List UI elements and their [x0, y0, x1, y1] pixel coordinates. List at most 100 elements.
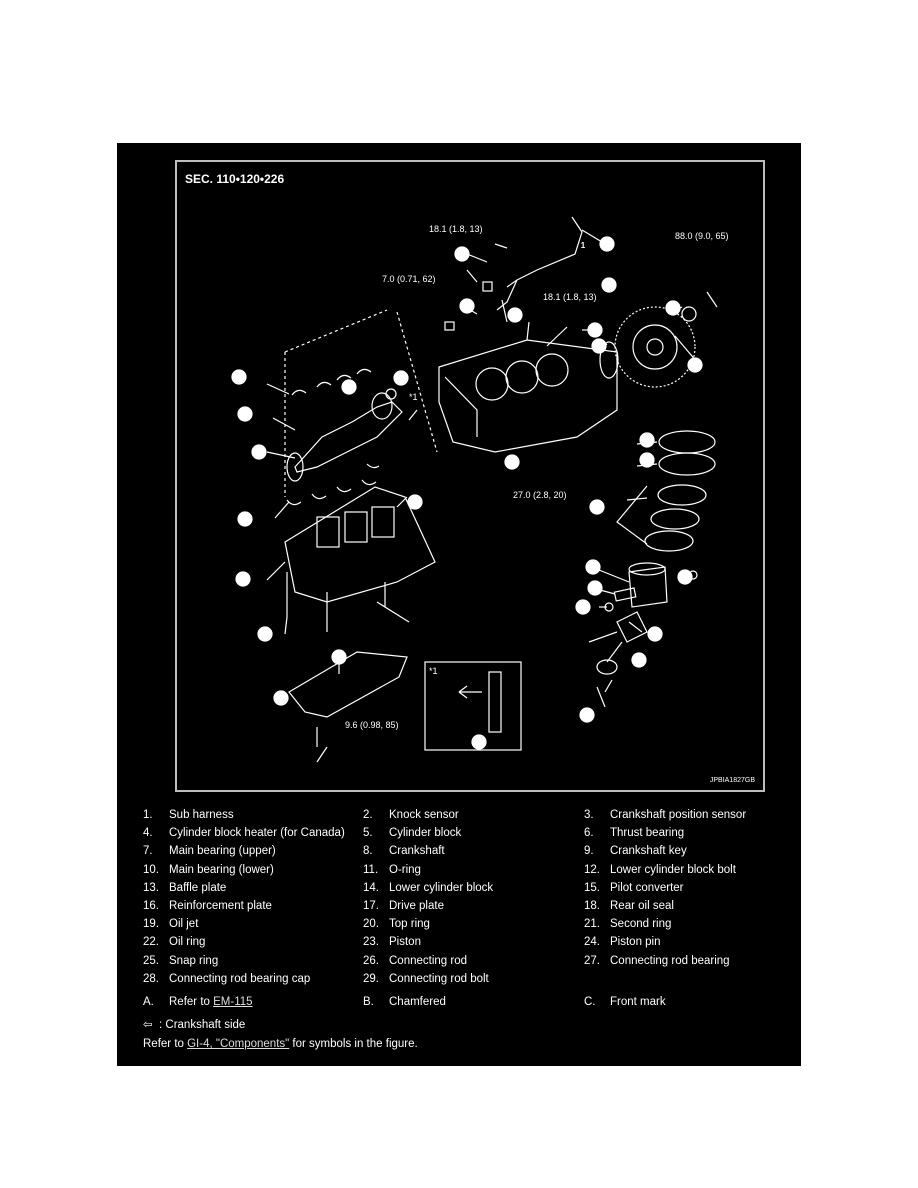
legend-description: Main bearing (lower) [169, 863, 274, 876]
cylinder-block-shape [438, 339, 618, 453]
legend-description: Thrust bearing [610, 827, 685, 840]
legend-description: Connecting rod bearing cap [169, 972, 311, 985]
svg-text:11: 11 [237, 576, 246, 585]
legend-number: 25. [143, 954, 159, 967]
svg-text:21: 21 [641, 457, 650, 466]
legend-description: Baffle plate [169, 881, 227, 894]
figure-code: JPBIA1827GB [709, 777, 755, 784]
svg-text:25: 25 [577, 604, 586, 613]
svg-text:12: 12 [259, 631, 268, 640]
legend-number: 9. [584, 845, 594, 858]
legend-number: 13. [143, 881, 159, 894]
ref-c-letter: C. [584, 996, 596, 1008]
legend-number: 12. [584, 863, 600, 876]
legend-description: Rear oil seal [610, 900, 674, 912]
svg-text:8: 8 [242, 411, 247, 420]
legend-number: 14. [363, 881, 379, 894]
svg-text:19: 19 [506, 459, 515, 468]
inset-mark: *1 [429, 666, 438, 676]
legend-description: Top ring [389, 918, 430, 931]
svg-text:28: 28 [633, 657, 642, 666]
legend-number: 18. [584, 900, 600, 912]
legend-number: 21. [584, 918, 600, 931]
legend-number: 24. [584, 936, 600, 949]
legend-description: Cylinder block [389, 827, 462, 840]
legend-description: Lower cylinder block bolt [610, 863, 736, 876]
legend-description: Crankshaft key [610, 845, 687, 858]
legend-description: Crankshaft position sensor [610, 809, 747, 821]
document-panel: SEC. 110•120•226 [117, 143, 801, 1066]
legend-number: 22. [143, 936, 159, 949]
legend-description: Oil jet [169, 918, 199, 931]
torque-label-5: 27.0 (2.8, 20) [513, 490, 567, 500]
ref-a-letter: A. [143, 996, 154, 1008]
svg-text:2: 2 [459, 251, 464, 260]
connecting-rod-shape [616, 611, 648, 643]
legend-number: 29. [363, 972, 379, 985]
baffle-plate-shape [288, 651, 408, 718]
legend-description: Main bearing (upper) [169, 845, 276, 858]
legend-number: 7. [143, 845, 153, 858]
sub-harness-shape [506, 216, 583, 288]
footer-note: Refer to GI-4, "Components" for symbols … [143, 1038, 418, 1050]
ref-c-text: Front mark [610, 996, 666, 1008]
em-115-link[interactable]: EM-115 [213, 996, 253, 1008]
legend-description: Oil ring [169, 936, 206, 949]
svg-text:3: 3 [464, 303, 469, 312]
gi-4-components-link[interactable]: GI-4, "Components" [187, 1038, 290, 1050]
legend-description: Lower cylinder block [389, 881, 494, 894]
svg-text:4: 4 [592, 327, 597, 336]
svg-text:20: 20 [641, 437, 650, 446]
arrow-icon: ⇦ [143, 1019, 153, 1031]
svg-text:26: 26 [679, 574, 688, 583]
inset-box [424, 661, 522, 751]
legend-description: Sub harness [169, 809, 234, 821]
legend-number: 2. [363, 809, 373, 821]
ref-a-text: Refer to EM-115 [169, 996, 253, 1008]
legend-number: 1. [143, 809, 153, 821]
legend-description: O-ring [389, 863, 421, 876]
ref-b-letter: B. [363, 996, 374, 1008]
svg-text:15: 15 [395, 375, 404, 384]
exploded-diagram: SEC. 110•120•226 [175, 160, 765, 792]
legend-number: 28. [143, 972, 159, 985]
torque-label-3: 18.1 (1.8, 13) [543, 292, 597, 302]
legend-number: 10. [143, 863, 159, 876]
legend-number: 16. [143, 900, 159, 912]
legend-number: 4. [143, 827, 153, 840]
svg-text:17: 17 [689, 362, 698, 371]
arrow-note: ⇦: Crankshaft side [143, 1017, 245, 1031]
legend-number: 8. [363, 845, 373, 858]
legend-description: Drive plate [389, 900, 444, 912]
svg-text:6: 6 [346, 384, 351, 393]
svg-text:22: 22 [591, 504, 600, 513]
svg-text:13: 13 [333, 654, 342, 663]
legend-description: Crankshaft [389, 845, 445, 858]
torque-label-4: 88.0 (9.0, 65) [675, 231, 729, 241]
torque-label-2: 7.0 (0.71, 62) [382, 274, 436, 284]
svg-text:29: 29 [581, 712, 590, 721]
svg-text:9: 9 [256, 449, 261, 458]
legend-description: Piston [389, 936, 421, 949]
legend-description: Pilot converter [610, 881, 684, 894]
lower-cylinder-block-shape [284, 486, 436, 603]
callout-numbers [231, 236, 703, 750]
legend-number: 27. [584, 954, 600, 967]
diagram-drawing: 1 2 3 2 4 5 6 7 8 9 10 14 11 12 13 15 16… [231, 216, 729, 763]
legend-description: Connecting rod bolt [389, 972, 489, 985]
letter-b: B [476, 739, 482, 748]
svg-text:14: 14 [409, 499, 418, 508]
torque-label-1: 18.1 (1.8, 13) [429, 224, 483, 234]
svg-text:5: 5 [596, 343, 601, 352]
callout-1: 1 [581, 241, 586, 250]
legend-description: Snap ring [169, 954, 219, 967]
crankshaft-shape [294, 401, 403, 473]
legend-number: 6. [584, 827, 594, 840]
legend-number: 3. [584, 809, 594, 821]
legend-number: 15. [584, 881, 600, 894]
legend-number: 5. [363, 827, 373, 840]
legend-description: Connecting rod bearing [610, 954, 730, 967]
svg-text:2: 2 [512, 312, 517, 321]
section-title: SEC. 110•120•226 [185, 172, 285, 186]
legend-number: 17. [363, 900, 379, 912]
